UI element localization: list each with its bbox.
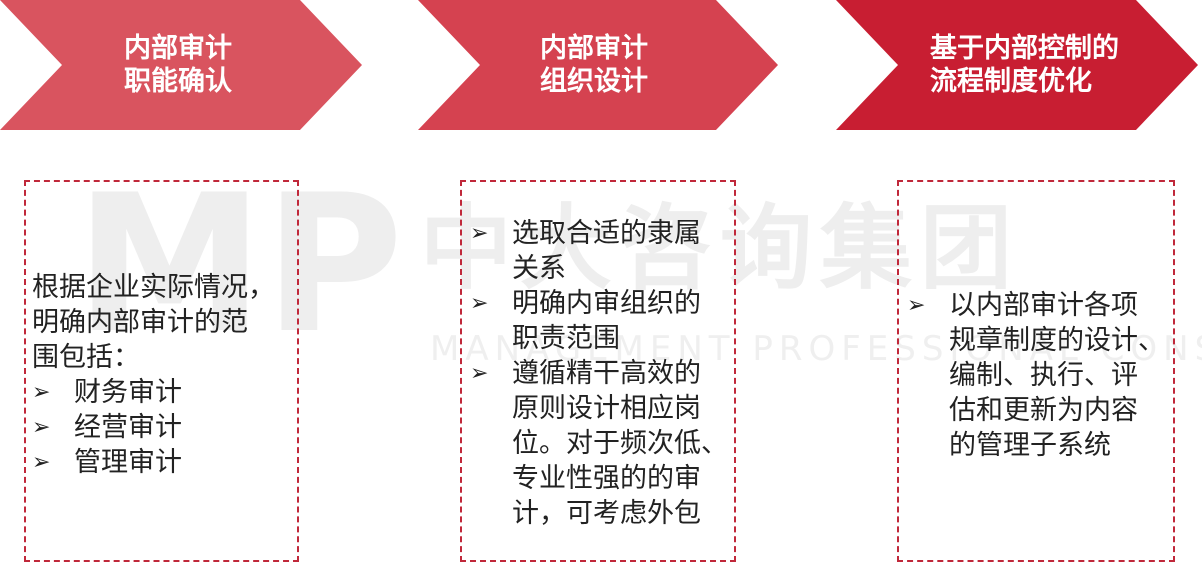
process-item-line-3: 编制、执行、评 bbox=[949, 360, 1138, 391]
step-2-line1: 内部审计 bbox=[540, 33, 648, 64]
list-item: ➢ 管理审计 bbox=[32, 445, 293, 480]
step-3-line2: 流程制度优化 bbox=[930, 66, 1092, 97]
arrow-bullet-icon: ➢ bbox=[32, 450, 51, 475]
step-1-line1: 内部审计 bbox=[124, 33, 232, 64]
arrow-shape-2 bbox=[418, 0, 778, 130]
process-item-line-5: 的管理子系统 bbox=[949, 430, 1111, 461]
process-item-line-4: 估和更新为内容 bbox=[949, 395, 1138, 426]
list-item: ➢ 经营审计 bbox=[32, 410, 293, 445]
list-item: ➢ 以内部审计各项 规章制度的设计、 编制、执行、评 估和更新为内容 的管理子系… bbox=[907, 288, 1169, 463]
org-item-2-line-1: 明确内审组织的 bbox=[512, 288, 701, 319]
org-item-3-line-2: 原则设计相应岗 bbox=[512, 393, 701, 424]
scope-intro-line-3: 围包括： bbox=[32, 342, 140, 373]
step-label-1: 内部审计 职能确认 bbox=[124, 0, 324, 130]
scope-bullet-1: 财务审计 bbox=[74, 377, 182, 408]
arrow-bullet-icon: ➢ bbox=[907, 293, 926, 318]
arrow-bullet-icon: ➢ bbox=[470, 291, 489, 316]
scope-intro-line-2: 明确内部审计的范 bbox=[32, 307, 248, 338]
scope-bullet-3: 管理审计 bbox=[74, 447, 182, 478]
org-item-2-line-2: 职责范围 bbox=[512, 323, 620, 354]
org-item-3-line-3: 位。对于频次低、 bbox=[512, 428, 728, 459]
list-item: ➢ 选取合适的隶属 关系 bbox=[470, 216, 730, 286]
org-item-3-line-1: 遵循精干高效的 bbox=[512, 358, 701, 389]
step-arrow-3: 基于内部控制的 流程制度优化 bbox=[836, 0, 1202, 130]
arrow-shape-1 bbox=[0, 0, 362, 130]
step-1-line2: 职能确认 bbox=[124, 66, 232, 97]
step-arrow-1: 内部审计 职能确认 bbox=[0, 0, 364, 130]
arrow-bullet-icon: ➢ bbox=[470, 221, 489, 246]
organization-box: ➢ 选取合适的隶属 关系 ➢ 明确内审组织的 职责范围 ➢ 遵循精干高效的 原则… bbox=[460, 180, 736, 562]
org-item-3-line-5: 计，可考虑外包 bbox=[512, 498, 701, 529]
step-3-line1: 基于内部控制的 bbox=[930, 33, 1119, 64]
arrow-shape-3 bbox=[836, 0, 1198, 130]
process-item-line-2: 规章制度的设计、 bbox=[949, 325, 1165, 356]
list-item: ➢ 明确内审组织的 职责范围 bbox=[470, 286, 730, 356]
scope-bullet-2: 经营审计 bbox=[74, 412, 182, 443]
arrow-bullet-icon: ➢ bbox=[470, 361, 489, 386]
scope-box: 根据企业实际情况， 明确内部审计的范 围包括： ➢ 财务审计 ➢ 经营审计 ➢ … bbox=[24, 180, 299, 562]
step-arrow-2: 内部审计 组织设计 bbox=[418, 0, 782, 130]
step-2-line2: 组织设计 bbox=[540, 66, 648, 97]
scope-intro-line-1: 根据企业实际情况， bbox=[32, 272, 275, 303]
step-label-3: 基于内部控制的 流程制度优化 bbox=[930, 0, 1180, 130]
arrow-bullet-icon: ➢ bbox=[32, 415, 51, 440]
process-item-line-1: 以内部审计各项 bbox=[949, 290, 1138, 321]
list-item: ➢ 财务审计 bbox=[32, 375, 293, 410]
org-item-1-line-2: 关系 bbox=[512, 253, 566, 284]
org-item-3-line-4: 专业性强的的审 bbox=[512, 463, 701, 494]
process-box: ➢ 以内部审计各项 规章制度的设计、 编制、执行、评 估和更新为内容 的管理子系… bbox=[897, 180, 1175, 562]
list-item: ➢ 遵循精干高效的 原则设计相应岗 位。对于频次低、 专业性强的的审 计，可考虑… bbox=[470, 356, 730, 531]
step-label-2: 内部审计 组织设计 bbox=[540, 0, 740, 130]
org-item-1-line-1: 选取合适的隶属 bbox=[512, 218, 701, 249]
arrow-bullet-icon: ➢ bbox=[32, 380, 51, 405]
